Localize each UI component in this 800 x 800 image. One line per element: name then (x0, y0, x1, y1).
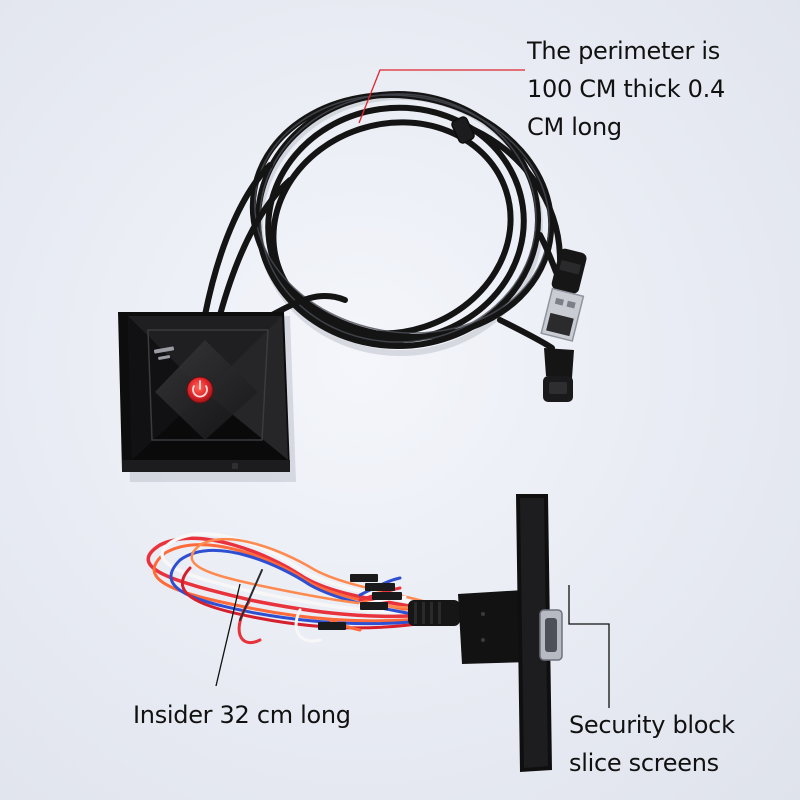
security-annotation-line1: Security block (569, 711, 735, 739)
usb-plug-icon (540, 248, 587, 342)
callout-line-security (568, 585, 610, 708)
security-annotation-line2: slice screens (569, 749, 719, 777)
callout-line-perimeter (358, 69, 525, 124)
perimeter-annotation-line3: CM long (527, 113, 622, 141)
black-cable-coil (202, 91, 563, 356)
secondary-plug (543, 348, 574, 402)
perimeter-annotation-line2: 100 CM thick 0.4 (527, 75, 725, 103)
device-label-mark (153, 346, 175, 360)
callout-line-insider (215, 583, 241, 687)
perimeter-annotation: The perimeter is 100 CM thick 0.4 CM lon… (527, 32, 725, 146)
perimeter-annotation-line1: The perimeter is (527, 37, 720, 65)
db9-connector-icon (408, 494, 563, 772)
insider-annotation: Insider 32 cm long (133, 696, 351, 734)
security-annotation: Security block slice screens (569, 706, 735, 782)
insider-annotation-text: Insider 32 cm long (133, 701, 351, 729)
power-button-icon (186, 376, 214, 404)
dupont-connectors (318, 574, 402, 630)
ribbon-wire-bundle (146, 532, 432, 644)
